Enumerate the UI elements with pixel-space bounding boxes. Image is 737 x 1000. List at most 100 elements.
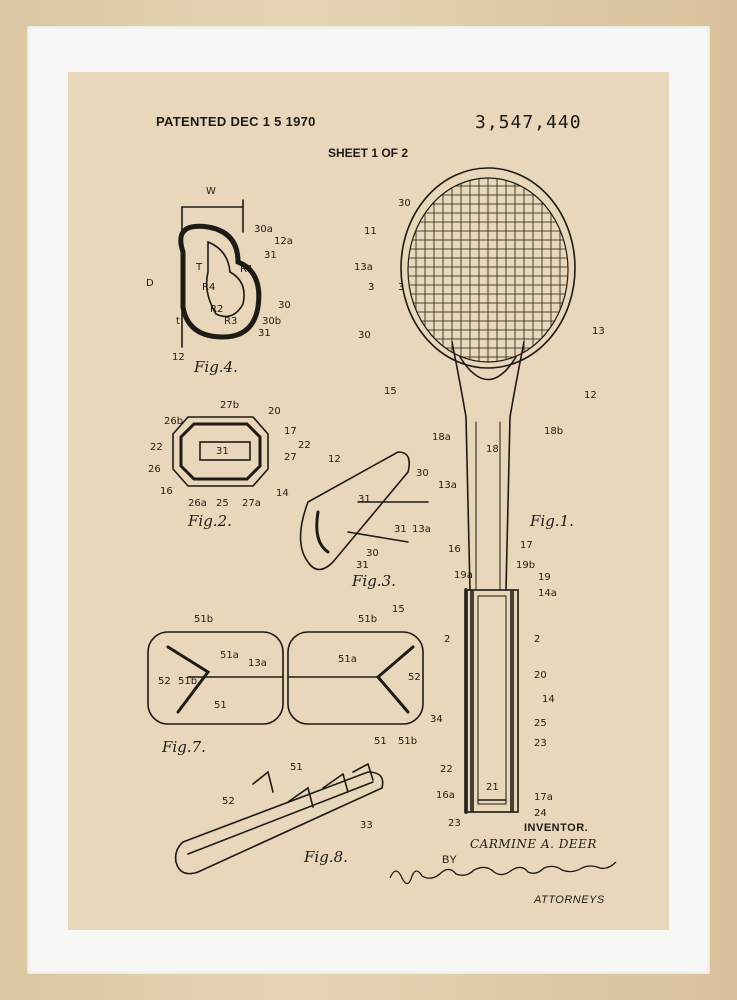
label-14: 14 [542, 694, 555, 705]
fig2-section-drawing [172, 416, 269, 487]
label-51b-left: 51b [194, 614, 214, 625]
patent-sheet: PATENTED DEC 1 5 1970 3,547,440 SHEET 1 … [68, 72, 669, 930]
label-12a: 12a [274, 236, 293, 247]
fig1-caption: Fig.1. [530, 512, 574, 530]
label-27a: 27a [242, 498, 261, 509]
label-31-fig2: 31 [216, 446, 229, 457]
label-22-fig2-right: 22 [298, 440, 311, 451]
label-20: 20 [534, 670, 547, 681]
label-26: 26 [148, 464, 161, 475]
label-20-fig2: 20 [268, 406, 281, 417]
label-25-fig2: 25 [216, 498, 229, 509]
label-12-fig4: 12 [172, 352, 185, 363]
label-31-fig4: 31 [264, 250, 277, 261]
label-T: T [196, 262, 203, 273]
label-52-right: 52 [408, 672, 421, 683]
label-t: t [176, 316, 180, 327]
label-R3: R3 [224, 316, 238, 327]
label-14-fig2: 14 [276, 488, 289, 499]
label-3-left: 3 [368, 282, 375, 293]
fig8-drawing [174, 762, 384, 875]
label-30b: 30b [262, 316, 282, 327]
label-12-right: 12 [584, 390, 597, 401]
attorneys-signature [389, 861, 617, 885]
label-23-right: 23 [534, 738, 547, 749]
label-22-fig2-left: 22 [150, 442, 163, 453]
label-34: 34 [430, 714, 443, 725]
label-13a: 13a [354, 262, 373, 273]
label-17: 17 [520, 540, 533, 551]
label-16-fig2: 16 [160, 486, 173, 497]
label-R2: R2 [210, 304, 224, 315]
label-11: 11 [364, 226, 377, 237]
label-31-fig3-b: 31 [394, 524, 407, 535]
label-51b-right: 51b [358, 614, 378, 625]
label-19: 19 [538, 572, 551, 583]
label-R1: R1 [240, 264, 254, 275]
fig3-caption: Fig.3. [352, 572, 396, 590]
label-52-fig8: 52 [222, 796, 235, 807]
fig8-caption: Fig.8. [304, 848, 348, 866]
label-26b: 26b [164, 416, 184, 427]
label-31-fig3: 31 [358, 494, 371, 505]
sheet-number: SHEET 1 OF 2 [328, 146, 409, 160]
label-21: 21 [486, 782, 499, 793]
label-13a-fig7: 13a [248, 658, 267, 669]
label-13: 13 [592, 326, 605, 337]
label-19b: 19b [516, 560, 536, 571]
attorneys-label: ATTORNEYS [534, 894, 605, 906]
label-14a: 14a [538, 588, 557, 599]
label-18: 18 [486, 444, 499, 455]
racket-drawing [400, 167, 576, 814]
label-13a-fig3: 13a [438, 480, 457, 491]
fig4-caption: Fig.4. [194, 358, 238, 376]
fig3-drawing [299, 451, 429, 571]
label-18a: 18a [432, 432, 451, 443]
label-51b-inner: 51b [178, 676, 198, 687]
label-27b: 27b [220, 400, 240, 411]
inventor-name: CARMINE A. DEER [470, 837, 597, 851]
label-30a: 30a [254, 224, 273, 235]
label-23-bottom: 23 [448, 818, 461, 829]
label-26a: 26a [188, 498, 207, 509]
patent-date: PATENTED DEC 1 5 1970 [156, 114, 316, 129]
label-3-right: 3 [398, 282, 405, 293]
fig7-drawing [147, 631, 424, 725]
label-52-left: 52 [158, 676, 171, 687]
label-W: W [206, 186, 216, 197]
label-2-left: 2 [444, 634, 451, 645]
by-label: BY [442, 854, 457, 866]
fig4-section-drawing [178, 199, 262, 348]
label-12-fig3: 12 [328, 454, 341, 465]
label-30-left: 30 [358, 330, 371, 341]
label-22: 22 [440, 764, 453, 775]
label-25: 25 [534, 718, 547, 729]
label-30-fig3: 30 [416, 468, 429, 479]
label-15: 15 [384, 386, 397, 397]
patent-number: 3,547,440 [475, 112, 582, 133]
label-31-fig4-b: 31 [258, 328, 271, 339]
label-19a: 19a [454, 570, 473, 581]
label-51-right: 51 [374, 736, 387, 747]
label-51a-right: 51a [338, 654, 357, 665]
label-15-fig7: 15 [392, 604, 405, 615]
label-51b-bottom: 51b [398, 736, 418, 747]
label-17a: 17a [534, 792, 553, 803]
patent-drawings [147, 167, 576, 875]
fig2-caption: Fig.2. [188, 512, 232, 530]
label-27: 27 [284, 452, 297, 463]
label-30-fig4: 30 [278, 300, 291, 311]
label-16a: 16a [436, 790, 455, 801]
label-17-fig2: 17 [284, 426, 297, 437]
label-30-fig3-b: 30 [366, 548, 379, 559]
label-51-left: 51 [214, 700, 227, 711]
label-51a-left: 51a [220, 650, 239, 661]
label-D: D [146, 278, 154, 289]
label-18b: 18b [544, 426, 564, 437]
label-24: 24 [534, 808, 547, 819]
label-R4: R4 [202, 282, 216, 293]
inventor-label: INVENTOR. [524, 822, 589, 834]
fig7-caption: Fig.7. [162, 738, 206, 756]
label-2-right: 2 [534, 634, 541, 645]
label-13a-fig3-b: 13a [412, 524, 431, 535]
